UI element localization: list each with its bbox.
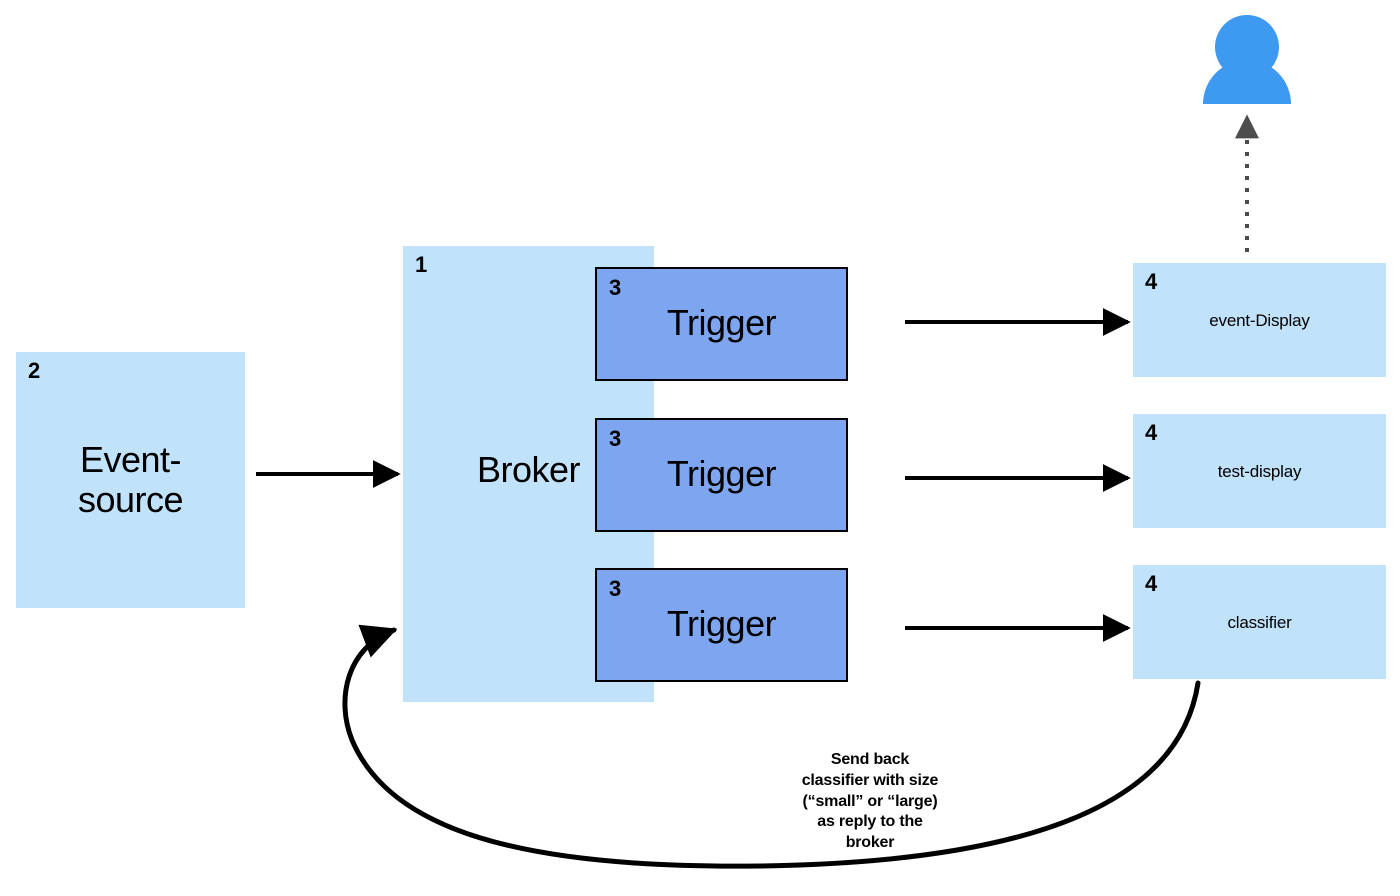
trigger-2-number: 3 — [609, 426, 621, 451]
feedback-caption: Send back classifier with size (“small” … — [801, 751, 939, 852]
event-source-box[interactable]: 2 Event- source — [16, 352, 245, 608]
event-display-label: event-Display — [1209, 311, 1310, 330]
event-source-number: 2 — [28, 358, 40, 383]
trigger-1-number: 3 — [609, 275, 621, 300]
trigger-3-number: 3 — [609, 576, 621, 601]
classifier-label: classifier — [1227, 613, 1292, 632]
broker-number: 1 — [415, 252, 427, 277]
trigger-1-label: Trigger — [666, 302, 777, 343]
test-display-label: test-display — [1217, 462, 1302, 481]
trigger-box-1[interactable]: 3 Trigger — [595, 267, 848, 381]
user-person-icon — [1203, 15, 1291, 104]
classifier-box[interactable]: 4 classifier — [1133, 565, 1386, 679]
test-display-box[interactable]: 4 test-display — [1133, 414, 1386, 528]
event-display-number: 4 — [1145, 269, 1157, 294]
broker-label: Broker — [476, 449, 581, 490]
trigger-box-3[interactable]: 3 Trigger — [595, 568, 848, 682]
trigger-3-label: Trigger — [666, 603, 777, 644]
trigger-box-2[interactable]: 3 Trigger — [595, 418, 848, 532]
event-source-label: Event- source — [77, 439, 184, 521]
event-display-box[interactable]: 4 event-Display — [1133, 263, 1386, 377]
test-display-number: 4 — [1145, 420, 1157, 445]
classifier-number: 4 — [1145, 571, 1157, 596]
trigger-2-label: Trigger — [666, 453, 777, 494]
